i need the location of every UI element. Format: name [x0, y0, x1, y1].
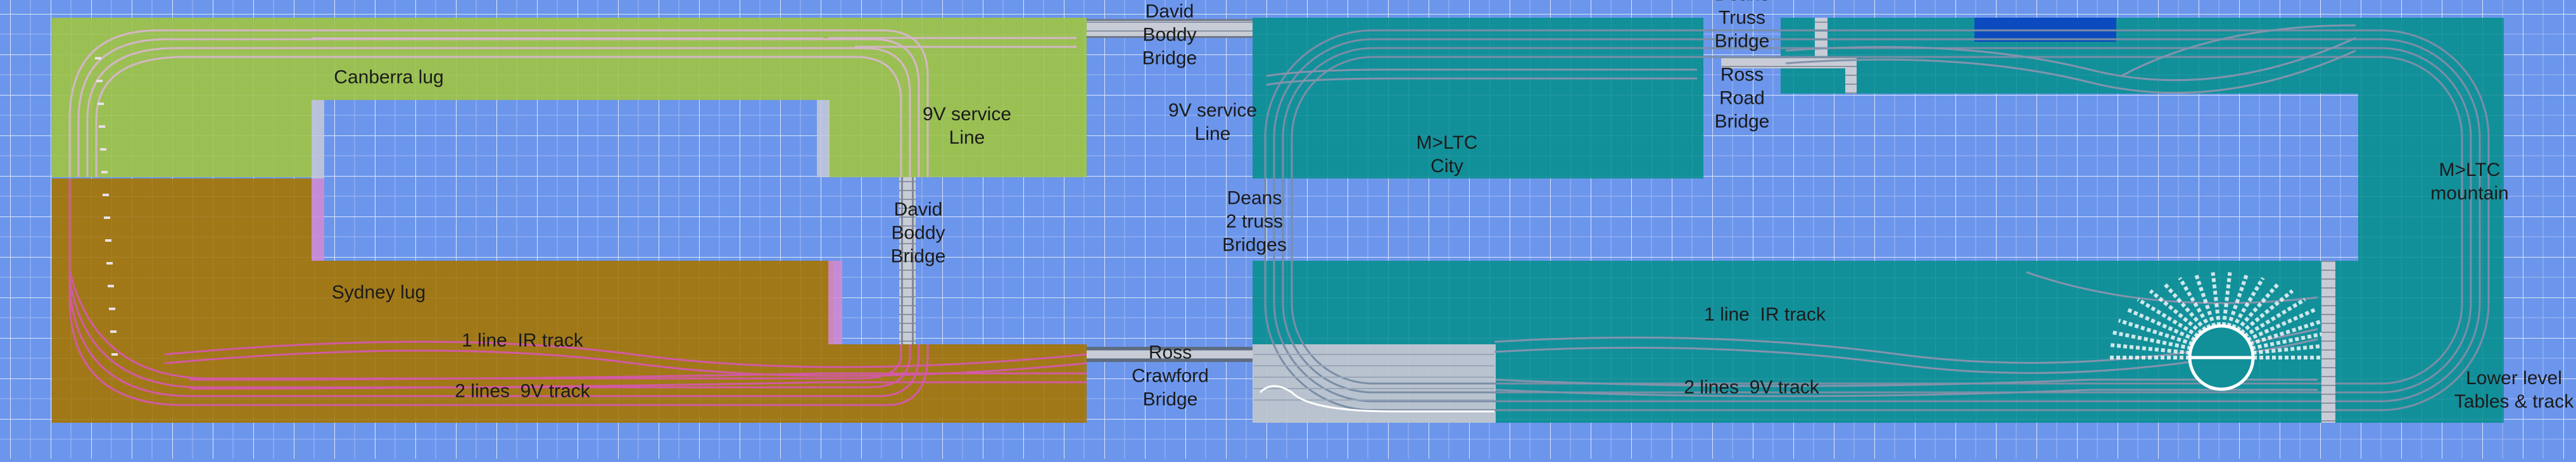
sydney-track-3 — [68, 178, 902, 380]
mltc-loop-1 — [1273, 38, 2481, 403]
ir-track-right-label: 1 line IR track — [1704, 304, 1826, 325]
left-track-group — [68, 29, 1087, 406]
canberra-void-grid — [312, 100, 828, 177]
mltc-city-label: M>LTC City — [1416, 132, 1478, 177]
mltc-loop-3 — [1291, 56, 2463, 385]
david-boddy-top-bridge-edge — [1087, 19, 1253, 21]
roundhouse-stall-14 — [2235, 282, 2280, 332]
roundhouse-stall-3 — [2118, 318, 2194, 346]
curve-marker-12 — [110, 330, 117, 333]
curve-marker-9 — [106, 262, 113, 265]
sydney-ir-a — [164, 340, 1087, 368]
top-diag-c — [2121, 24, 2356, 77]
service-strip-right — [828, 261, 842, 344]
lower-level-ladder — [2321, 261, 2335, 423]
roundhouse-stall-8 — [2178, 277, 2212, 330]
lower-9v-b — [1495, 389, 2318, 397]
curve-marker-8 — [105, 239, 111, 242]
roundhouse-stall-16 — [2244, 297, 2306, 338]
roundhouse-stall-9 — [2194, 273, 2216, 328]
roundhouse-stall-7 — [2162, 282, 2207, 332]
roundhouse-stall-18 — [2249, 318, 2325, 346]
sydney-9v-b — [189, 381, 1087, 390]
sydney-track-1 — [68, 178, 920, 397]
sydney-9v-a — [189, 372, 1087, 381]
david-boddy-vertical-bridge-rail-b — [912, 177, 914, 344]
mltc-loop-0 — [1264, 29, 2490, 411]
curve-marker-0 — [95, 57, 101, 59]
sydney-track-0 — [68, 178, 929, 406]
turntable-roundhouse — [2107, 272, 2335, 391]
service-strip-canberra — [312, 100, 324, 178]
sydney-lug-grid — [52, 178, 1087, 423]
nine-v-track-right-label: 2 lines 9V track — [1684, 377, 1819, 398]
service-line-right-label: 9V service Line — [1168, 100, 1258, 144]
david-boddy-vertical-bridge-rail-a — [901, 177, 903, 344]
ross-crawford-bridge-deck — [1087, 350, 1253, 359]
sydney-ir-b — [164, 349, 1087, 377]
curve-marker-4 — [100, 148, 106, 151]
roundhouse-stall-10 — [2211, 272, 2221, 327]
curve-marker-2 — [98, 103, 104, 105]
mltc-loop-2 — [1282, 47, 2472, 394]
lower-9v-a — [1495, 378, 2318, 387]
city-spur-b — [1266, 77, 1697, 86]
curve-marker-5 — [101, 171, 108, 173]
truss-bridge-vertical — [1815, 18, 1828, 57]
lower-cross-a — [1494, 328, 2318, 364]
roundhouse-stall-1 — [2108, 342, 2190, 355]
ross-crawford-bridge-label: Ross Crawford Bridge — [1132, 342, 1209, 410]
ross-road-bridge-label: Ross Road Bridge — [1714, 64, 1770, 132]
yard-curve — [1259, 385, 1494, 413]
truss-bridge-top-label: Deans Truss Bridge — [1714, 0, 1770, 52]
service-line-left-label: 9V service Line — [922, 104, 1012, 148]
canberra-track-3 — [95, 56, 902, 177]
city-spur-a — [1266, 68, 1697, 77]
service-strip-sydney — [312, 178, 324, 261]
roundhouse-stall-15 — [2240, 289, 2294, 335]
roundhouse-stall-6 — [2149, 289, 2203, 335]
canberra-track-1 — [77, 38, 920, 177]
david-boddy-top-bridge — [1087, 19, 1253, 38]
lower-level-label: Lower level Tables & track — [2454, 368, 2574, 412]
sydney-lug-label: Sydney lug — [331, 282, 426, 303]
roundhouse-stall-19 — [2251, 330, 2331, 351]
roundhouse-stall-2 — [2112, 330, 2192, 351]
curve-marker-11 — [109, 308, 115, 310]
top-diag-a — [1785, 37, 2356, 82]
ross-road-bridge-descent — [1845, 57, 1857, 94]
nine-v-track-left-label: 2 lines 9V track — [455, 380, 590, 402]
mltc-top-right-grid — [1781, 18, 2504, 94]
mltc-void-grid — [1703, 94, 2358, 178]
roundhouse-stall-20 — [2252, 342, 2335, 355]
deans-bridges-label: Deans 2 truss Bridges — [1222, 187, 1287, 256]
roundhouse-stall-12 — [2226, 273, 2249, 328]
canberra-lug-label: Canberra lug — [334, 66, 444, 88]
ir-track-left-label: 1 line IR track — [462, 330, 583, 351]
canberra-track-0 — [68, 29, 929, 177]
canberra-track-2 — [86, 47, 911, 177]
curve-marker-6 — [103, 194, 109, 196]
curve-marker-10 — [108, 285, 114, 287]
service-strip-right-top — [817, 100, 830, 177]
roundhouse-stall-11 — [2221, 272, 2232, 327]
david-boddy-bridge-mid-label: David Boddy Bridge — [890, 199, 946, 267]
curve-marker-1 — [96, 80, 103, 82]
curve-marker-7 — [104, 216, 110, 219]
mltc-mountain-label: M>LTC mountain — [2430, 159, 2509, 204]
lower-cross-b — [1494, 338, 2318, 374]
mltc-city-grid — [1253, 18, 1703, 178]
right-track-group — [1254, 24, 2490, 413]
david-boddy-bridge-top-label: David Boddy Bridge — [1142, 1, 1197, 69]
curve-marker-13 — [111, 353, 118, 356]
roundhouse-stall-13 — [2231, 277, 2265, 330]
roundhouse-stall-5 — [2137, 297, 2199, 338]
david-boddy-top-bridge-edge-2 — [1087, 36, 1253, 38]
top-diag-b — [1785, 49, 2356, 94]
curve-marker-3 — [99, 125, 105, 128]
